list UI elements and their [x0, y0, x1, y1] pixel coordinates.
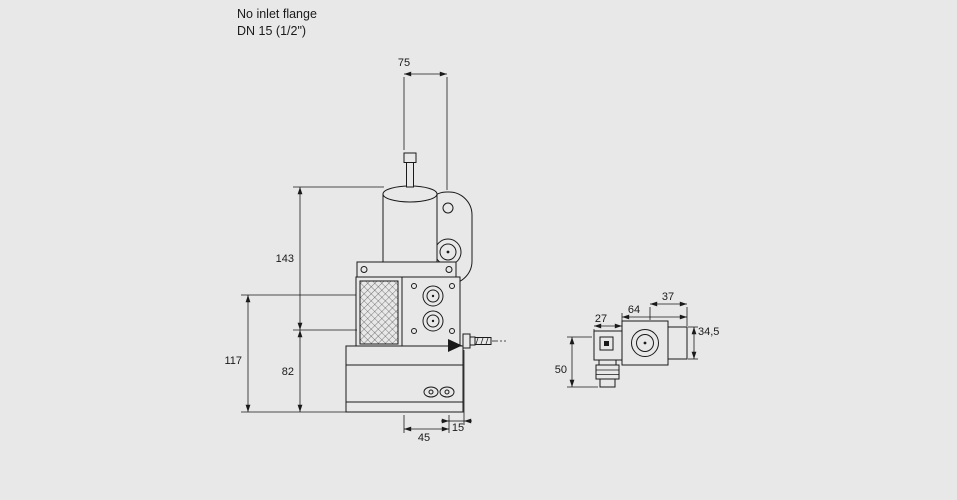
dim-label-45: 45 [418, 432, 430, 444]
filter-mesh [359, 280, 399, 345]
coil-outer [631, 329, 659, 357]
drain-plug-right [439, 386, 455, 398]
dim-label-34-5: 34,5 [698, 326, 719, 338]
dimension-bottom-width: 45 [403, 415, 450, 444]
dimension-side-left-height: 50 [555, 336, 598, 388]
main-valve-view [345, 152, 506, 413]
flange-bolt-left [360, 266, 368, 273]
dimension-top-width: 75 [398, 57, 448, 190]
flange-plate [356, 261, 457, 278]
dimensions-main: 75 143 82 117 45 [224, 57, 472, 444]
dimension-side-right-height: 34,5 [688, 326, 719, 360]
port-top-inner [426, 289, 440, 303]
solenoid-bracket [668, 326, 688, 360]
dome-port-center [446, 250, 450, 254]
test-nipple-cap [403, 152, 417, 163]
connector-box [593, 330, 623, 361]
drawing-title-line2: DN 15 (1/2") [237, 24, 307, 38]
screw-bottom-right [449, 328, 455, 334]
flow-direction-arrow [448, 339, 462, 352]
screw-bottom-left [411, 328, 417, 334]
dim-label-143: 143 [276, 253, 294, 265]
dim-label-75: 75 [398, 57, 410, 69]
port-bottom-center [431, 319, 435, 323]
port-bottom-inner [426, 314, 440, 328]
flange-bolt-right [445, 266, 453, 273]
outlet-thread-3 [485, 337, 489, 345]
actuator-cylinder-top [382, 185, 438, 203]
dim-label-64: 64 [628, 304, 640, 316]
valve-lower-body [345, 345, 464, 413]
outlet-flange-disc [462, 333, 471, 349]
drawing-title-line1: No inlet flange [237, 7, 317, 21]
outlet-thread-1 [475, 337, 479, 345]
cable-gland-tip [599, 378, 616, 388]
dim-label-82: 82 [282, 366, 294, 378]
dim-label-37: 37 [662, 291, 674, 303]
drain-plug-left-center [428, 389, 434, 395]
dimension-side-top-width: 37 [649, 291, 688, 326]
outlet-neck [469, 336, 476, 346]
connector-pin [604, 341, 609, 346]
actuator-cylinder [382, 193, 438, 263]
drain-plug-left [423, 386, 439, 398]
dim-label-15: 15 [452, 422, 464, 434]
dimension-side-overall-width: 64 [621, 304, 688, 321]
dimension-upper-height: 143 [276, 186, 384, 331]
outlet-thread-2 [480, 337, 484, 345]
coil-center [643, 341, 647, 345]
connector-window [599, 336, 614, 351]
drawing-title: No inlet flange DN 15 (1/2") [237, 6, 317, 40]
screw-top-left [411, 283, 417, 289]
outlet-nipple [474, 337, 492, 345]
dome-port-inner [439, 243, 457, 261]
dimension-outlet-offset: 15 [441, 350, 472, 434]
dimension-side-connector-width: 27 [593, 313, 623, 331]
screw-top-right [449, 283, 455, 289]
dim-label-117: 117 [224, 355, 242, 367]
port-bottom-outer [422, 310, 444, 332]
dim-label-50: 50 [555, 364, 567, 376]
port-top-outer [422, 285, 444, 307]
dimension-lower-height: 82 [241, 329, 347, 413]
dome-small-port [442, 202, 454, 214]
cable-gland-body [595, 364, 620, 380]
test-nipple-stem [406, 161, 414, 188]
side-solenoid-view: 37 64 27 34,5 50 [555, 291, 719, 388]
cable-gland-neck [598, 359, 617, 366]
port-top-center [431, 294, 435, 298]
dim-label-27: 27 [595, 313, 607, 325]
dimension-lower-overall-height: 117 [224, 294, 356, 413]
coil-inner [636, 334, 654, 352]
drain-plug-right-center [444, 389, 450, 395]
